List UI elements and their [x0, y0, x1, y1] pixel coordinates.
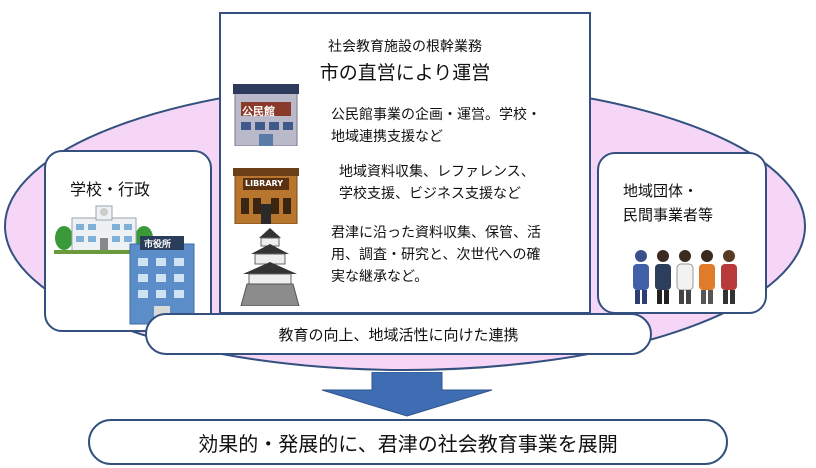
school-government-title: 学校・行政 [70, 180, 151, 199]
core-services-subtitle: 社会教育施設の根幹業務 [328, 39, 482, 55]
private-business-label: 民間事業者等 [623, 206, 714, 224]
castle-text: 君津に沿った資料収集、保管、活 用、調査・研究と、次世代への確 実な継承など。 [331, 225, 541, 285]
community-business-box: 地域団体・ 民間事業者等 [597, 152, 767, 314]
collaboration-label: 教育の向上、地域活性に向けた連携 [278, 325, 519, 344]
school-government-box: 学校・行政 市役所 [44, 150, 212, 332]
people-group-icon [633, 250, 737, 304]
school-icon [54, 205, 154, 254]
core-services-title: 市の直営により運営 [319, 62, 491, 84]
community-groups-label: 地域団体・ [623, 182, 699, 200]
conclusion-label: 効果的・発展的に、君津の社会教育事業を展開 [198, 431, 618, 456]
city-hall-sign: 市役所 [144, 240, 172, 250]
collaboration-band: 教育の向上、地域活性に向けた連携 [145, 313, 652, 355]
library-icon [233, 168, 299, 224]
down-arrow-icon [321, 372, 493, 417]
core-services-box: 社会教育施設の根幹業務 市の直営により運営 公民館 公民館事業の企画・運営。学校… [219, 12, 591, 314]
castle-icon [240, 228, 300, 306]
community-center-sign: 公民館 [242, 105, 275, 118]
community-center-text: 公民館事業の企画・運営。学校・ 地域連携支援など [331, 107, 541, 145]
community-center-icon [233, 84, 299, 146]
conclusion-banner: 効果的・発展的に、君津の社会教育事業を展開 [88, 419, 728, 465]
library-sign: LIBRARY [245, 179, 284, 188]
library-text: 地域資料収集、レファレンス、 学校支援、ビジネス支援など [339, 164, 535, 202]
